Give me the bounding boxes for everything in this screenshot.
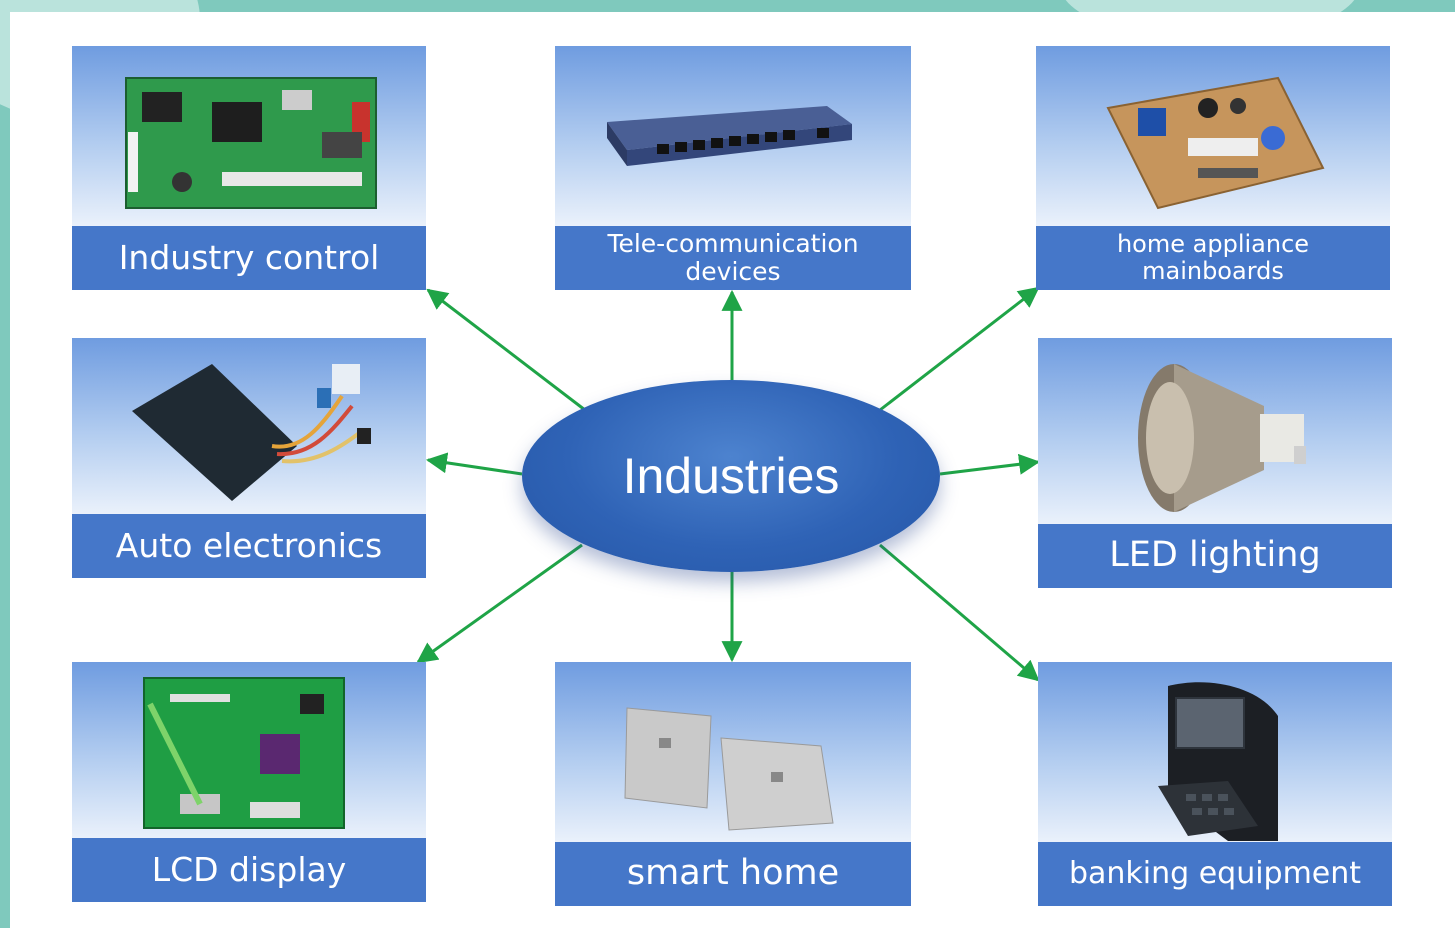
card-lcd-display: LCD display [72, 662, 426, 902]
arrow-to-lcd-display [416, 543, 583, 664]
arrow-to-led-lighting [939, 453, 1041, 476]
card-banking: banking equipment [1038, 662, 1392, 906]
photo-telecom [555, 46, 911, 226]
card-auto-electronics: Auto electronics [72, 338, 426, 578]
money-detector-icon [1158, 682, 1278, 841]
photo-lcd-display [72, 662, 426, 838]
arrow-to-auto-electronics [425, 452, 523, 476]
label-auto-electronics: Auto electronics [72, 514, 426, 578]
arrow-to-industry-control [426, 288, 586, 412]
gps-tracker-icon [132, 364, 371, 501]
photo-banking [1038, 662, 1392, 842]
label-home-appliance: home appliance mainboards [1036, 226, 1390, 290]
card-led-lighting: LED lighting [1038, 338, 1392, 588]
led-bulb-icon [1138, 364, 1306, 512]
arrow-to-banking [879, 543, 1040, 682]
network-switch-icon [607, 106, 852, 166]
circuit-board-icon [125, 77, 377, 209]
label-led-lighting: LED lighting [1038, 524, 1392, 588]
label-smart-home: smart home [555, 842, 911, 906]
industries-hub: Industries [522, 380, 940, 572]
label-text-home-appliance-2: mainboards [1142, 257, 1284, 285]
lcd-controller-board-icon [143, 677, 345, 829]
hub-label: Industries [622, 448, 840, 504]
label-text-smart-home: smart home [626, 853, 840, 894]
label-text-auto-electronics: Auto electronics [115, 525, 383, 565]
photo-smart-home [555, 662, 911, 842]
label-text-telecom-2: devices [685, 257, 781, 286]
label-text-industry-control: Industry control [118, 237, 380, 277]
card-telecom: Tele-communication devices [555, 46, 911, 290]
photo-auto-electronics [72, 338, 426, 514]
card-home-appliance: home appliance mainboards [1036, 46, 1390, 290]
label-lcd-display: LCD display [72, 838, 426, 902]
photo-industry-control [72, 46, 426, 226]
label-telecom: Tele-communication devices [555, 226, 911, 290]
label-text-home-appliance-1: home appliance [1116, 230, 1310, 259]
photo-home-appliance [1036, 46, 1390, 226]
label-text-lcd-display: LCD display [151, 849, 347, 889]
label-text-banking: banking equipment [1068, 856, 1362, 892]
label-text-telecom-1: Tele-communication [607, 229, 859, 258]
card-smart-home: smart home [555, 662, 911, 906]
label-text-led-lighting: LED lighting [1109, 535, 1321, 576]
appliance-board-icon [1106, 76, 1325, 210]
label-banking: banking equipment [1038, 842, 1392, 906]
label-industry-control: Industry control [72, 226, 426, 290]
photo-led-lighting [1038, 338, 1392, 524]
arrow-to-home-appliance [879, 286, 1040, 412]
smart-switch-icon [624, 707, 834, 831]
card-industry-control: Industry control [72, 46, 426, 290]
